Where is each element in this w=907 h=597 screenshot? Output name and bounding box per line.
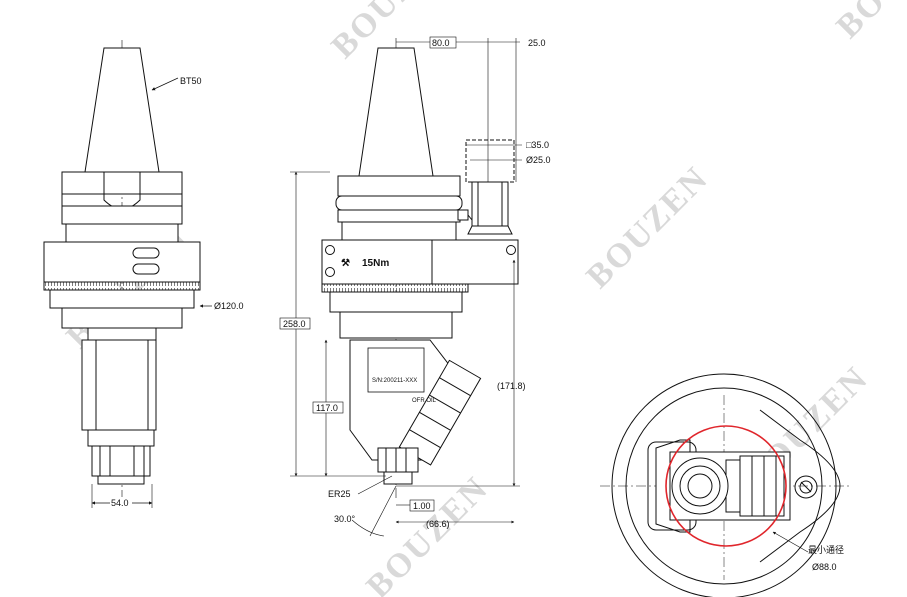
- angle-label: 30.0°: [334, 514, 356, 524]
- watermark-5: BOUZEN: [829, 0, 907, 46]
- side-view: [321, 38, 519, 500]
- body-diameter-label: Ø120.0: [214, 301, 244, 311]
- watermark-4: BOUZEN: [359, 469, 495, 597]
- small-offset-label: 1.00: [413, 501, 431, 511]
- collet-label: ER25: [328, 489, 351, 499]
- min-pass-label: 最小通径: [808, 544, 844, 556]
- lube-label: OFR OIL: [412, 398, 437, 404]
- side-view-labels: ⚒ 15Nm 80.0 25.0 □35.0 Ø25.0 258.0 117.0…: [279, 36, 551, 529]
- bottom-offset-label: (66.6): [426, 519, 450, 529]
- total-height-label: 258.0: [283, 319, 306, 329]
- square-size-label: □35.0: [526, 140, 549, 150]
- watermark-3: BOUZEN: [579, 159, 715, 295]
- torque-label: 15Nm: [362, 258, 389, 269]
- shaft-diameter-label: Ø25.0: [526, 155, 551, 165]
- right-height-label: (171.8): [497, 381, 526, 391]
- bottom-width-label: 54.0: [111, 498, 129, 508]
- front-view: [43, 40, 201, 505]
- taper-label: BT50: [180, 76, 202, 86]
- wrench-icon: ⚒: [341, 258, 350, 269]
- offset-right-label: 25.0: [528, 38, 546, 48]
- lower-height-label: 117.0: [316, 403, 338, 413]
- min-pass-diameter-label: Ø88.0: [812, 562, 837, 572]
- offset-top-label: 80.0: [432, 38, 450, 48]
- front-view-dimensions: BT50 Ø120.0 54.0: [91, 76, 244, 508]
- bottom-view: [600, 373, 850, 597]
- serial-label: S/N:200211-XXX: [372, 378, 417, 384]
- bottom-view-labels: 最小通径 Ø88.0: [772, 531, 844, 572]
